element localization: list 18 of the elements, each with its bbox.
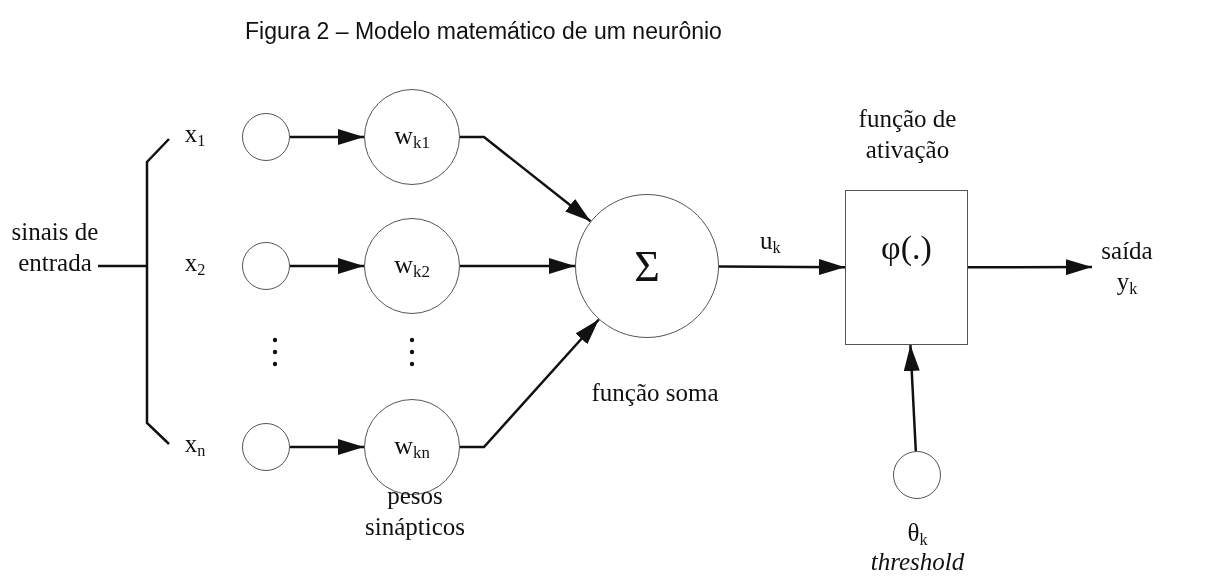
arrow: [968, 259, 1092, 276]
arrow: [460, 258, 575, 274]
arrow: [903, 344, 920, 452]
arrow: [290, 258, 364, 274]
arrow: [460, 135, 592, 223]
node-caption: x$_{n}$: [183, 429, 207, 462]
arrow: [290, 129, 364, 145]
node-caption: x$_{1}$: [183, 119, 207, 152]
arrow: [460, 318, 600, 449]
activation-function-box: φ(.): [845, 190, 968, 345]
arrow: [290, 439, 364, 455]
figure-title: Figura 2 – Modelo matemático de um neurônio: [245, 18, 722, 45]
node-caption: função soma: [590, 378, 720, 408]
node-caption: função de ativação: [857, 104, 958, 166]
input-signals-label: sinais de entrada: [10, 217, 100, 279]
arrow: [719, 259, 845, 275]
node-caption: x$_{2}$: [183, 248, 207, 281]
output-label: saída y$_{k}$: [1092, 232, 1162, 302]
